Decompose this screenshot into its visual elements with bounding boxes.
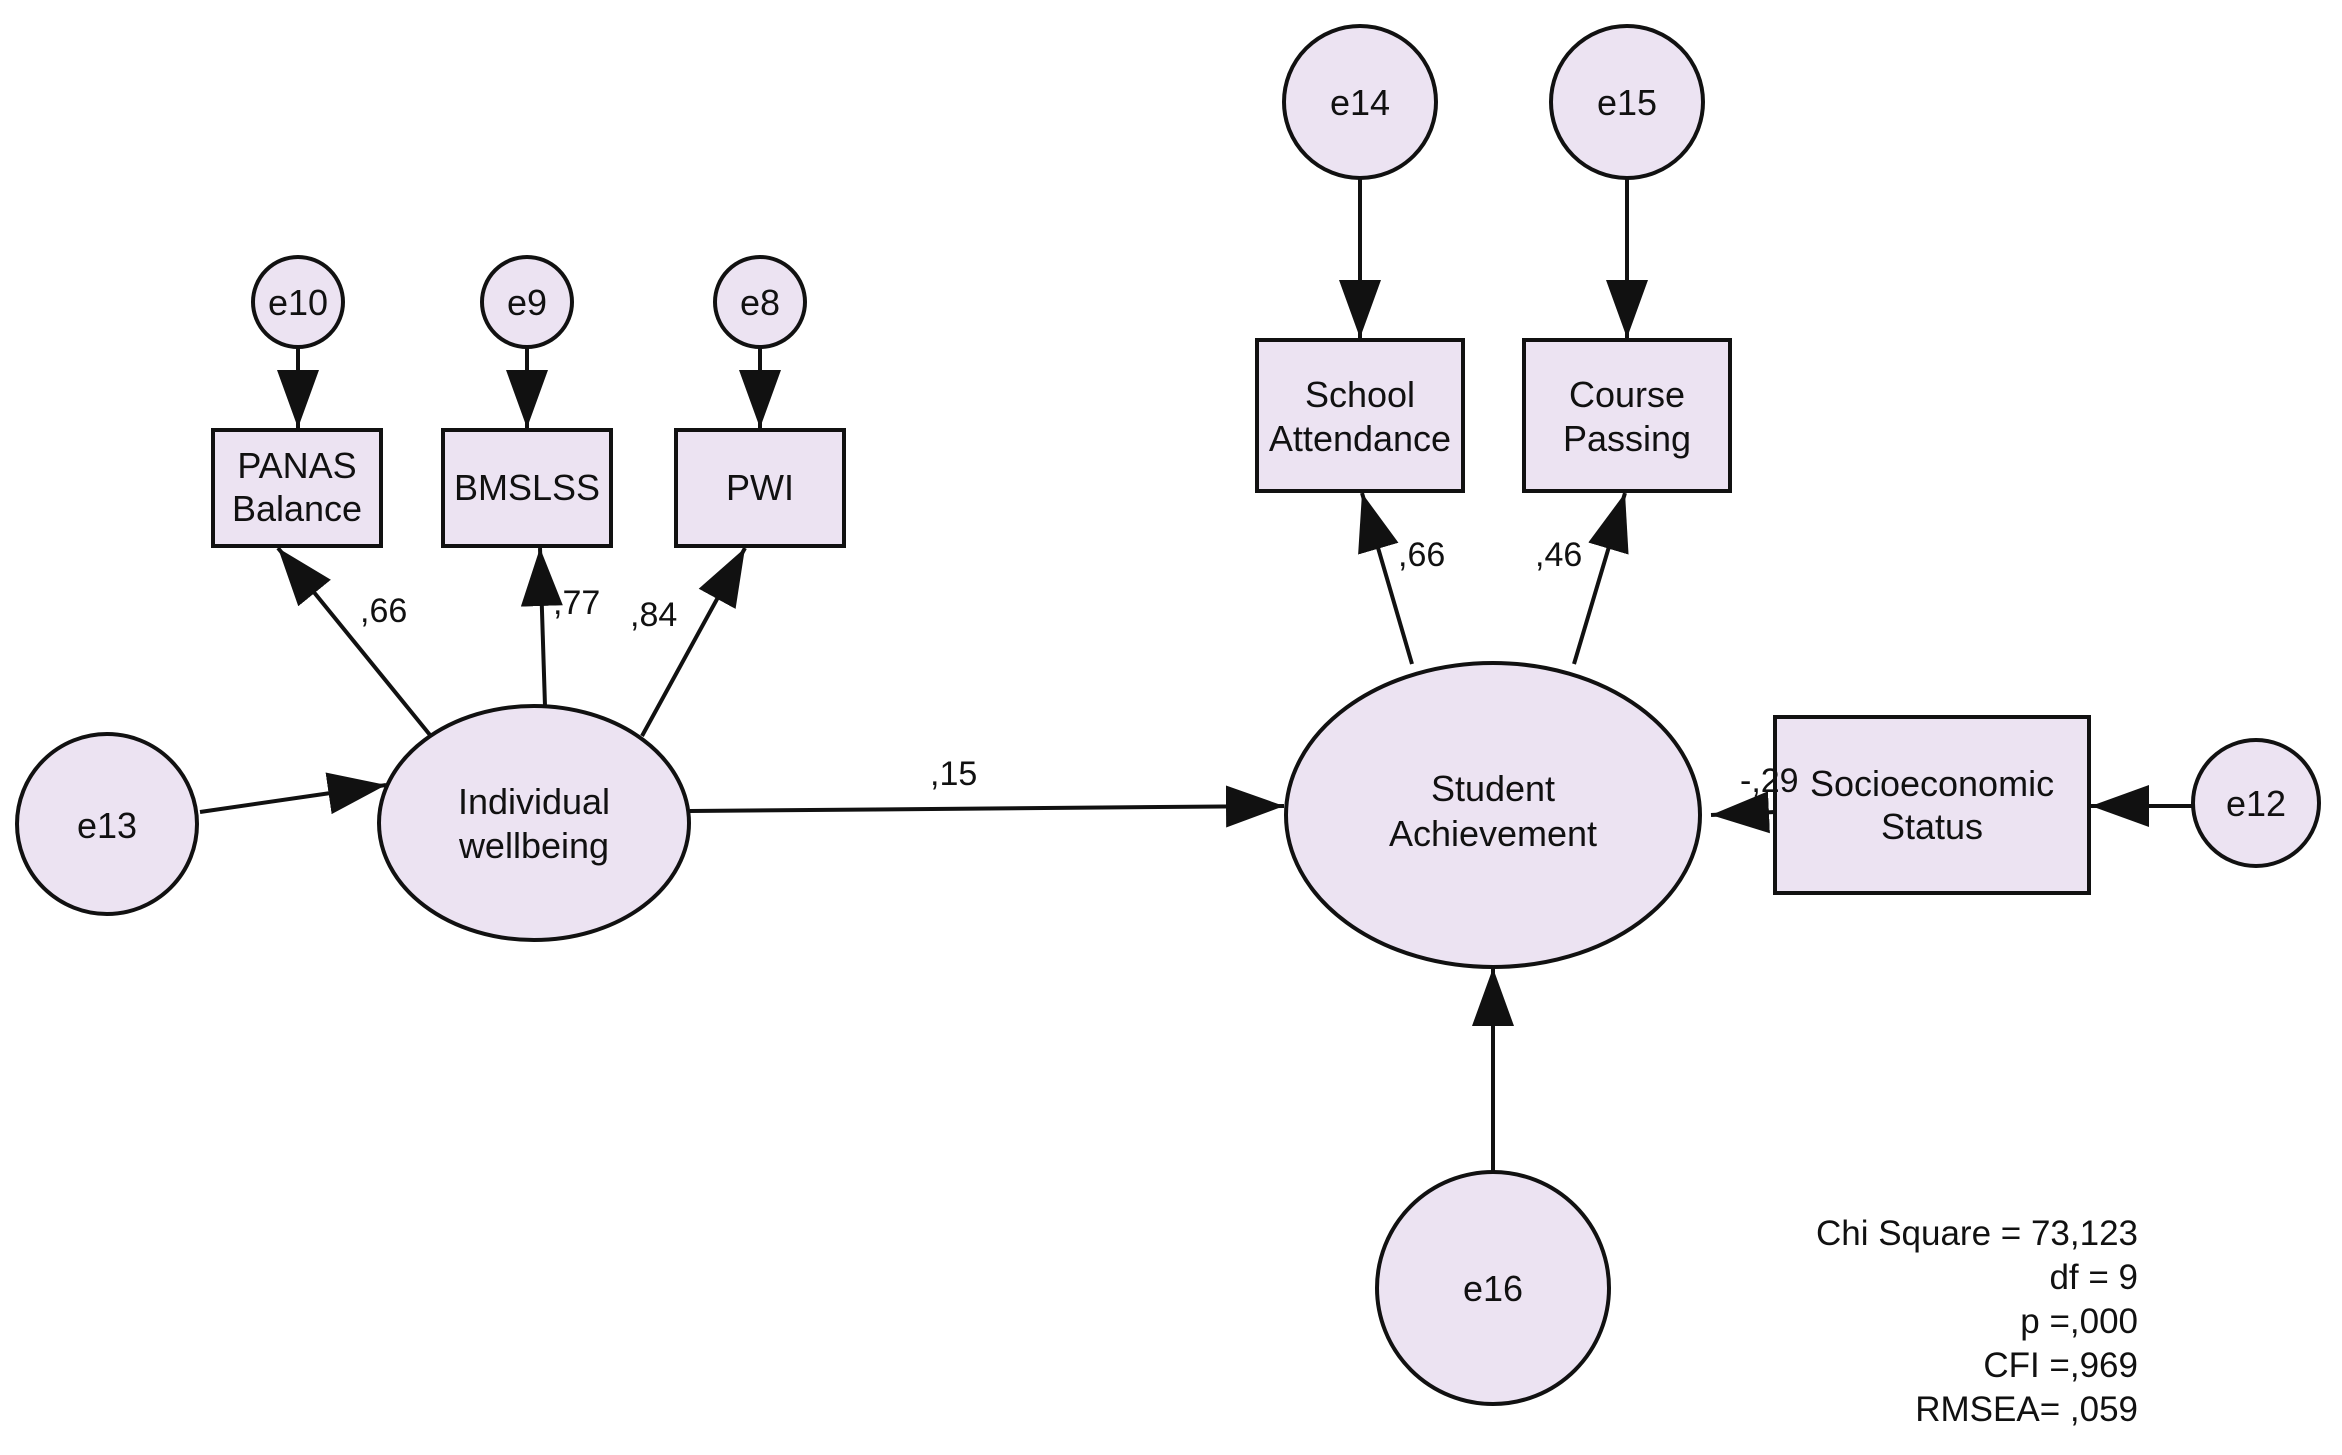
error-e8: e8 — [713, 255, 807, 349]
panas-label-line1: PANAS — [237, 445, 356, 486]
coef-bmslss: ,77 — [553, 584, 600, 622]
error-e13-label: e13 — [77, 805, 137, 846]
latent-student-achievement: Student Achievement — [1284, 661, 1702, 969]
path-coefficients: ,66 ,77 ,84 ,15 ,66 ,46 -,29 — [360, 536, 1799, 800]
panas-label-line2: Balance — [232, 488, 362, 529]
coef-pwi: ,84 — [630, 596, 677, 634]
error-terms: e10 e9 e8 e13 e14 e15 e12 e16 — [15, 24, 2321, 1406]
error-e12: e12 — [2191, 738, 2321, 868]
error-e14: e14 — [1282, 24, 1438, 180]
indicator-pwi: PWI — [674, 428, 846, 548]
error-e13: e13 — [15, 732, 199, 916]
error-e15: e15 — [1549, 24, 1705, 180]
ses-label-line2: Status — [1881, 806, 1983, 847]
indicator-panas-balance: PANAS Balance — [211, 428, 383, 548]
coef-ses: -,29 — [1740, 762, 1799, 800]
indicator-school-attendance: School Attendance — [1255, 338, 1465, 493]
wellbeing-label-line2: wellbeing — [458, 825, 609, 866]
passing-label-line1: Course — [1569, 374, 1685, 415]
coef-panas: ,66 — [360, 592, 407, 630]
fit-p: p =,000 — [2020, 1302, 2138, 1341]
error-e12-label: e12 — [2226, 783, 2286, 824]
coef-attendance: ,66 — [1398, 536, 1445, 574]
indicator-bmslss: BMSLSS — [441, 428, 613, 548]
error-e10: e10 — [251, 255, 345, 349]
error-e9-label: e9 — [507, 282, 547, 323]
wellbeing-label-line1: Individual — [458, 781, 610, 822]
error-e10-label: e10 — [268, 282, 328, 323]
coef-passing: ,46 — [1535, 536, 1582, 574]
path-ses-achievement — [1710, 791, 1776, 834]
error-e16: e16 — [1375, 1170, 1611, 1406]
pwi-label: PWI — [726, 467, 794, 508]
ses-label-line1: Socioeconomic — [1810, 763, 2054, 804]
latent-individual-wellbeing: Individual wellbeing — [377, 704, 691, 942]
path-wellbeing-bmslss — [520, 547, 563, 707]
fit-df: df = 9 — [2049, 1258, 2138, 1297]
fit-cfi: CFI =,969 — [1983, 1346, 2138, 1385]
observed-variables: PANAS Balance BMSLSS PWI School Attendan… — [211, 338, 2091, 895]
path-wellbeing-panas — [276, 546, 432, 737]
passing-label-line2: Passing — [1563, 418, 1691, 459]
fit-rmsea: RMSEA= ,059 — [1915, 1390, 2138, 1429]
achievement-label-line1: Student — [1431, 768, 1555, 809]
path-wellbeing-achievement — [689, 785, 1285, 828]
error-e9: e9 — [480, 255, 574, 349]
fit-statistics: Chi Square = 73,123 df = 9 p =,000 CFI =… — [1816, 1214, 2138, 1429]
arrow-e13-wellbeing — [199, 772, 387, 815]
indicator-socioeconomic-status: Socioeconomic Status — [1773, 715, 2091, 895]
attendance-label-line2: Attendance — [1269, 418, 1451, 459]
path-wellbeing-pwi — [640, 547, 747, 737]
error-e16-label: e16 — [1463, 1268, 1523, 1309]
path-achievement-passing — [1572, 492, 1629, 665]
achievement-label-line2: Achievement — [1389, 813, 1597, 854]
latent-variables: Individual wellbeing Student Achievement — [377, 661, 1702, 969]
error-e15-label: e15 — [1597, 82, 1657, 123]
error-e14-label: e14 — [1330, 82, 1390, 123]
attendance-label-line1: School — [1305, 374, 1415, 415]
path-achievement-attendance — [1358, 492, 1414, 665]
edges — [199, 178, 2193, 1172]
indicator-course-passing: Course Passing — [1522, 338, 1732, 493]
fit-chi-square: Chi Square = 73,123 — [1816, 1214, 2138, 1253]
bmslss-label: BMSLSS — [454, 467, 600, 508]
coef-wellbeing-achievement: ,15 — [930, 755, 977, 793]
error-e8-label: e8 — [740, 282, 780, 323]
